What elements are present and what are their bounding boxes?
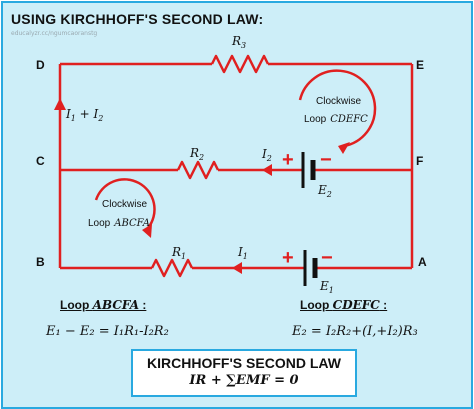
node-f: F bbox=[416, 154, 423, 168]
law-title: KIRCHHOFF'S SECOND LAW bbox=[147, 355, 341, 371]
label-r3: R3 bbox=[231, 34, 246, 50]
loop-abcfa-equation: E₁ − E₂ = I₁R₁-I₂R₂ bbox=[46, 324, 169, 339]
label-r2: R2 bbox=[189, 146, 204, 162]
node-b: B bbox=[36, 255, 45, 269]
battery-e1-minus: − bbox=[321, 247, 333, 269]
loop-arrow-cdefc-arc bbox=[298, 69, 377, 148]
loop-arrow-cdefc-icon bbox=[338, 142, 350, 154]
node-c: C bbox=[36, 154, 45, 168]
battery-e2-plus: + bbox=[282, 149, 294, 171]
watermark: educalyzr.cc/ngumcaoranstg bbox=[11, 30, 98, 37]
loop-arrow-abcfa-arc bbox=[94, 178, 156, 229]
node-a: A bbox=[418, 255, 427, 269]
label-e1: E1 bbox=[319, 279, 334, 295]
battery-e1-plus: + bbox=[282, 247, 294, 269]
loop-arrow-abcfa-icon bbox=[142, 224, 152, 238]
loop-abcfa-title: Loop ABCFA : bbox=[60, 298, 147, 312]
loop-cdefc-title: Loop CDEFC : bbox=[300, 298, 388, 312]
label-i1: I1 bbox=[237, 245, 248, 261]
label-i1-plus-i2: I1 + I2 bbox=[65, 107, 103, 123]
law-box: KIRCHHOFF'S SECOND LAW IR + ∑EMF = 0 bbox=[131, 349, 357, 397]
law-formula: IR + ∑EMF = 0 bbox=[189, 373, 299, 388]
resistor-r3 bbox=[210, 54, 270, 74]
label-i2: I2 bbox=[261, 147, 272, 163]
label-r1: R1 bbox=[171, 245, 186, 261]
loop-upper-direction: Clockwise bbox=[316, 96, 361, 107]
resistor-r1 bbox=[150, 258, 194, 278]
current-arrow-i1-icon bbox=[232, 262, 242, 274]
battery-e2-minus: − bbox=[320, 149, 332, 171]
heading: USING KIRCHHOFF'S SECOND LAW: bbox=[11, 11, 264, 27]
node-d: D bbox=[36, 58, 45, 72]
label-e2: E2 bbox=[317, 183, 332, 199]
loop-lower-direction: Clockwise bbox=[102, 199, 147, 210]
resistor-r2 bbox=[176, 160, 220, 180]
current-arrow-up-icon bbox=[54, 98, 66, 110]
loop-cdefc-equation: E₂ = I₂R₂+(I,+I₂)R₃ bbox=[292, 324, 418, 339]
current-arrow-i2-icon bbox=[262, 164, 272, 176]
node-e: E bbox=[416, 58, 424, 72]
